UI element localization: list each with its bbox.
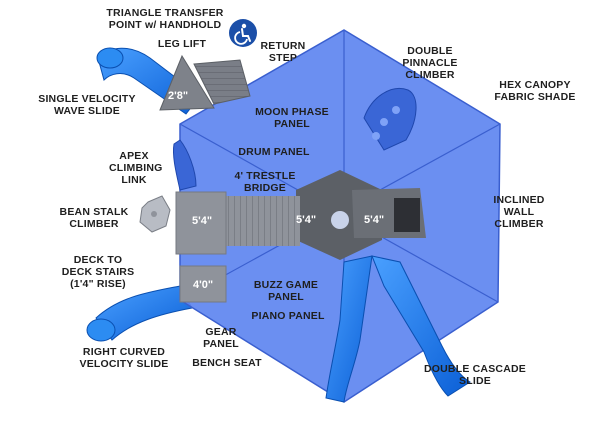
wheelchair-accessibility-icon — [228, 18, 258, 48]
inclined-wall-climber — [394, 198, 420, 232]
left-deck — [175, 191, 227, 255]
label-triangle-transfer: TRIANGLE TRANSFER POINT w/ HANDHOLD — [106, 7, 224, 31]
label-apex-climbing: APEX CLIMBING LINK — [109, 150, 163, 186]
dim-right-deck: 5'4" — [364, 214, 385, 226]
label-deck-stairs: DECK TO DECK STAIRS (1'4" RISE) — [61, 254, 135, 290]
double-cascade-slide — [325, 255, 471, 403]
label-moon-phase: MOON PHASE PANEL — [255, 106, 329, 130]
label-return-step: RETURN STEP — [260, 40, 306, 64]
label-double-cascade: DOUBLE CASCADE SLIDE — [424, 363, 526, 387]
label-leg-lift: LEG LIFT — [157, 38, 207, 50]
label-right-curved: RIGHT CURVED VELOCITY SLIDE — [79, 346, 169, 370]
double-pinnacle-climber — [363, 88, 417, 151]
dim-lower-deck: 4'0" — [193, 279, 214, 291]
label-hex-canopy: HEX CANOPY FABRIC SHADE — [494, 79, 576, 103]
label-trestle-bridge: 4' TRESTLE BRIDGE — [234, 170, 296, 194]
lower-deck — [179, 265, 227, 303]
dim-triangle-deck: 2'8" — [168, 90, 189, 102]
dim-left-deck: 5'4" — [192, 215, 213, 227]
label-drum-panel: DRUM PANEL — [238, 146, 310, 158]
label-buzz-game: BUZZ GAME PANEL — [253, 279, 319, 303]
label-bean-stalk: BEAN STALK CLIMBER — [59, 206, 129, 230]
dim-center-deck: 5'4" — [296, 214, 317, 226]
label-single-velocity: SINGLE VELOCITY WAVE SLIDE — [38, 93, 136, 117]
label-double-pinnacle: DOUBLE PINNACLE CLIMBER — [402, 45, 458, 81]
label-piano-panel: PIANO PANEL — [251, 310, 325, 322]
triangle-transfer-point — [159, 54, 251, 111]
apex-climbing-link — [173, 139, 197, 191]
bean-stalk-climber — [139, 195, 171, 233]
trestle-bridge — [222, 196, 300, 246]
label-gear-panel: GEAR PANEL — [203, 326, 239, 350]
right-curved-velocity-slide — [86, 285, 193, 342]
label-bench-seat: BENCH SEAT — [192, 357, 262, 369]
canopy-center-hub — [331, 211, 349, 229]
label-inclined-wall: INCLINED WALL CLIMBER — [493, 194, 545, 230]
